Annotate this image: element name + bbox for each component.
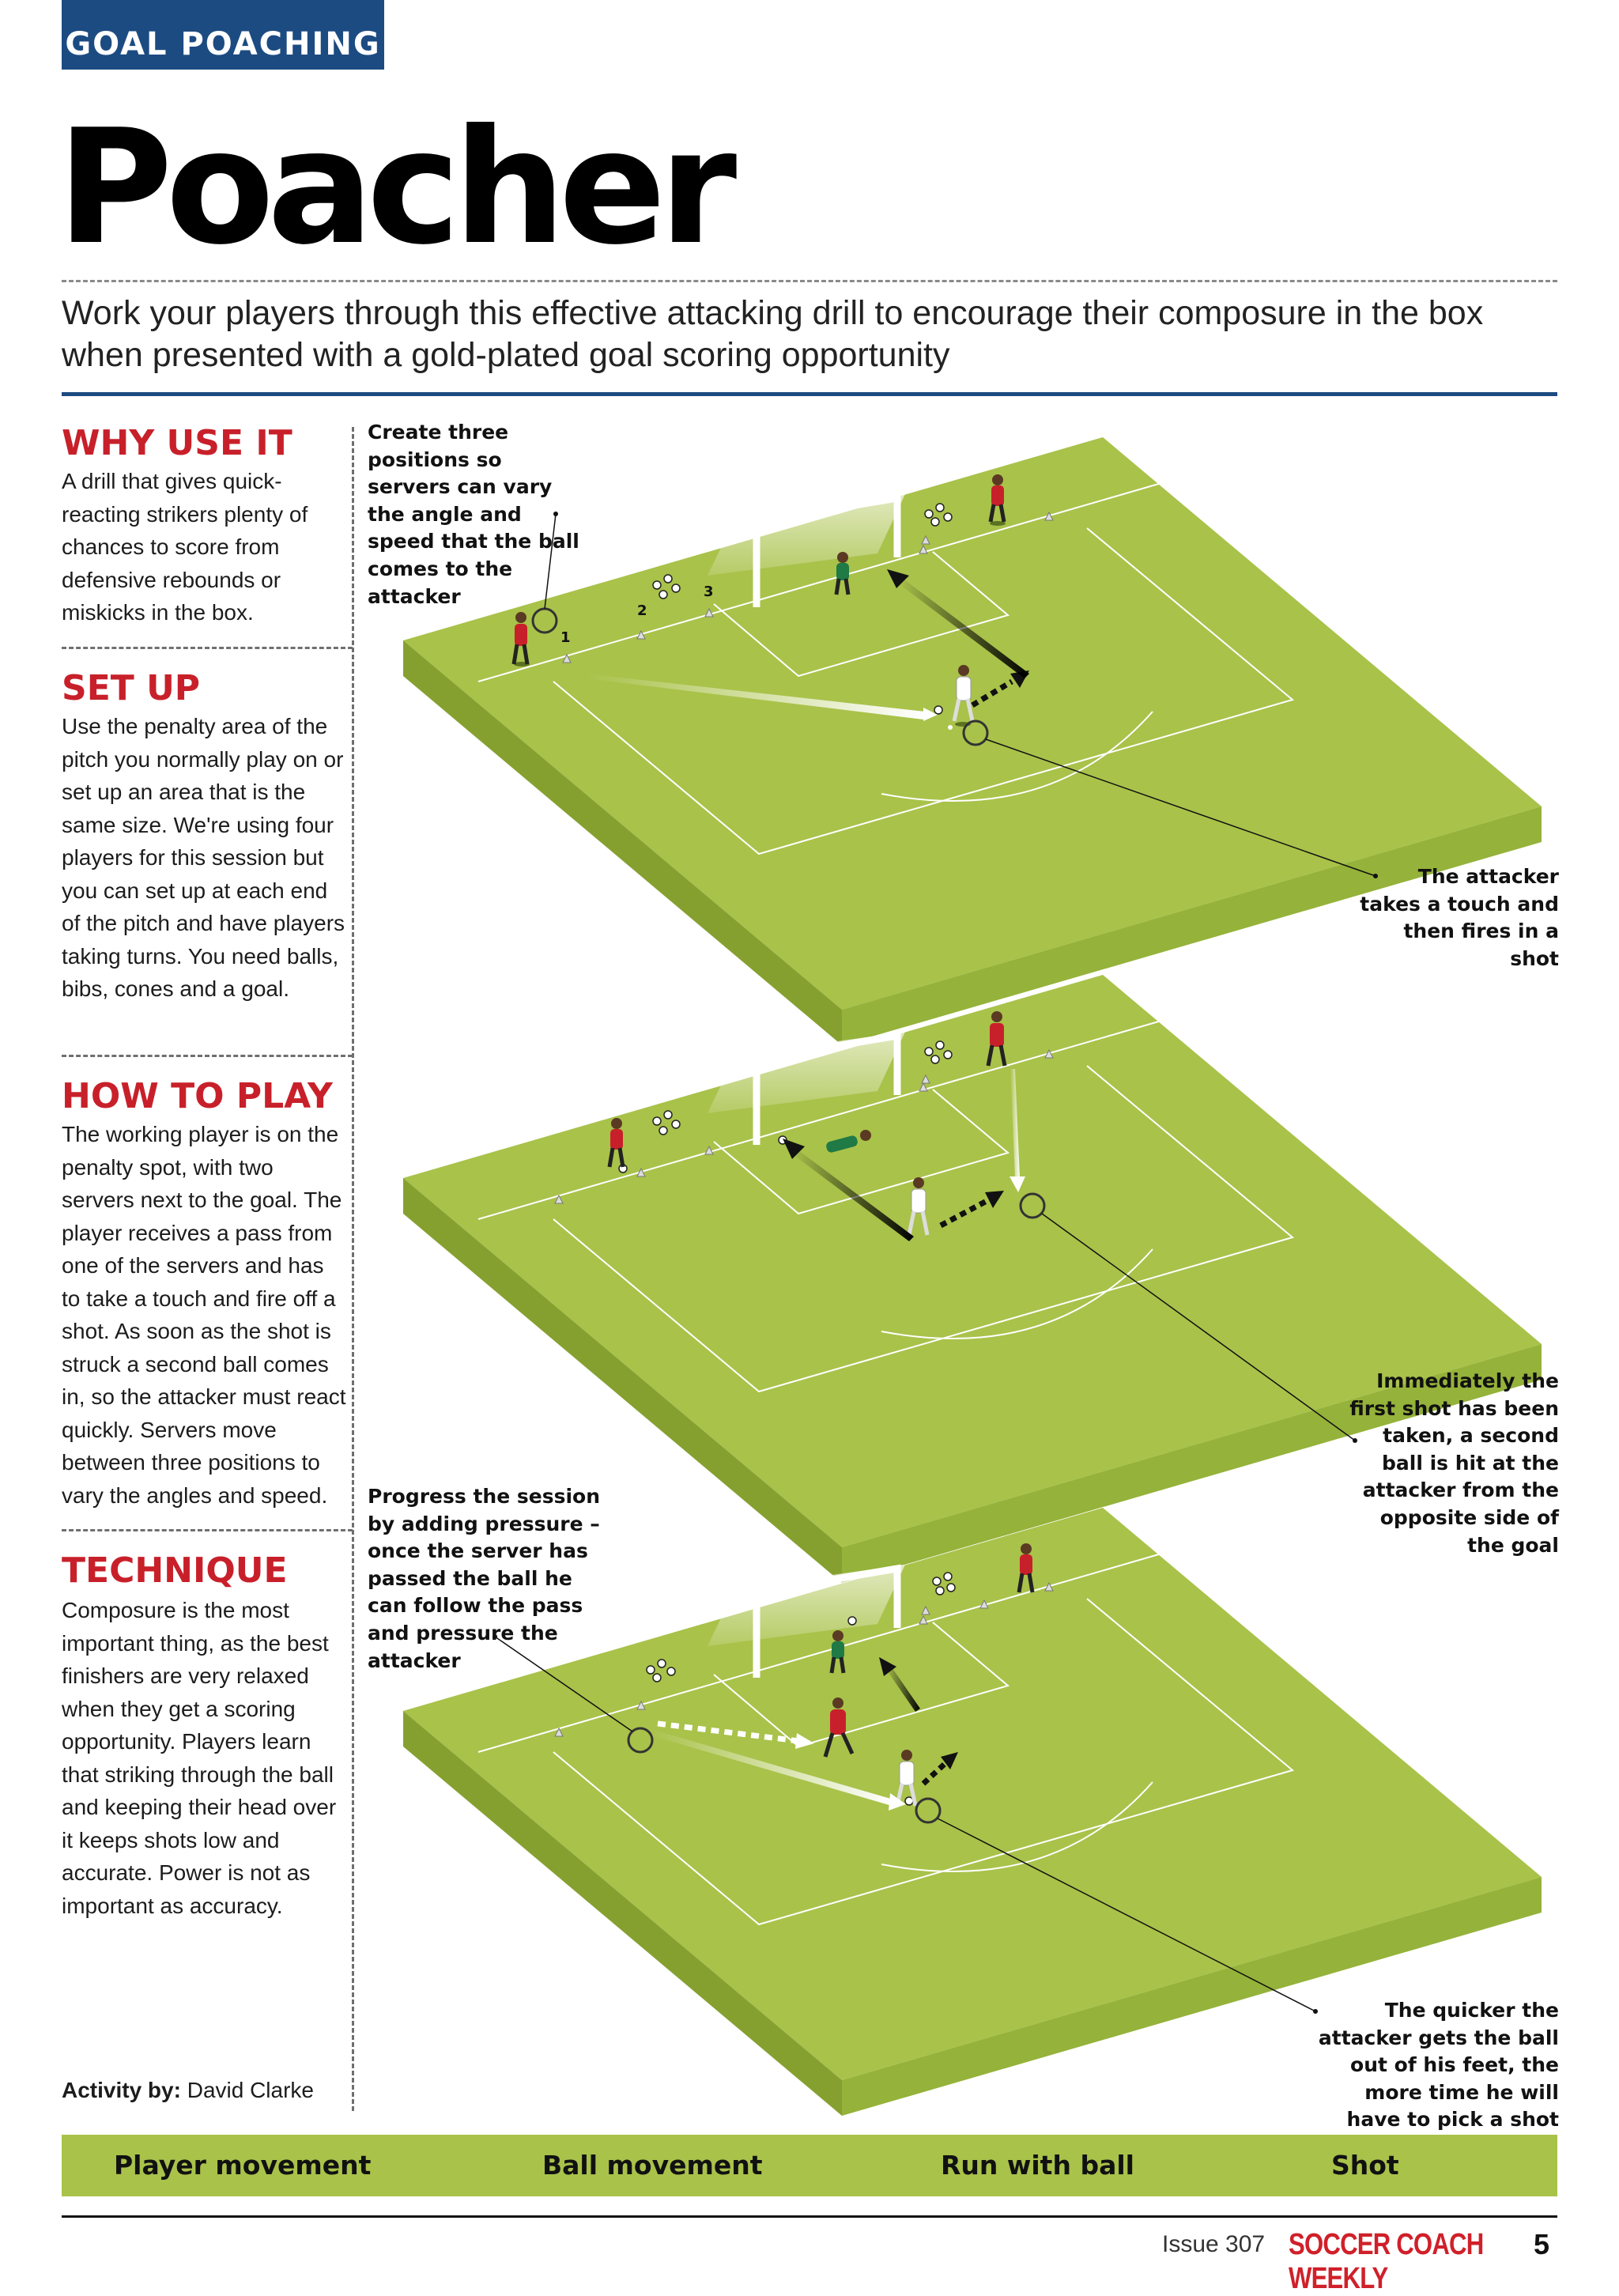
- attacker: [907, 1177, 930, 1236]
- legend-ball-movement: Ball movement: [542, 2150, 763, 2181]
- section-body-howtoplay: The working player is on the penalty spo…: [62, 1122, 346, 1508]
- server-player: [1017, 1543, 1035, 1593]
- callout-three-positions: Create three positions so servers can va…: [368, 421, 579, 608]
- pitch-diagram-1: 1 2 3: [403, 437, 1542, 1045]
- section-divider: [62, 647, 353, 649]
- credit-name: David Clarke: [187, 2078, 314, 2102]
- section-tag: GOAL POACHING: [62, 0, 384, 70]
- section-heading-why: WHY USE IT: [62, 423, 292, 463]
- column-divider: [352, 427, 354, 2111]
- section-heading-setup: SET UP: [62, 668, 201, 708]
- section-heading-howtoplay: HOW TO PLAY: [62, 1076, 333, 1116]
- goalkeeper-diving: [826, 1130, 871, 1153]
- server-player: [511, 612, 530, 667]
- pressing-server: [823, 1697, 855, 1758]
- pitch-diagram-3: [403, 1508, 1542, 2116]
- server-player: [986, 1011, 1007, 1067]
- credit-label: Activity by:: [62, 2078, 181, 2102]
- section-body-setup: Use the penalty area of the pitch you no…: [62, 714, 345, 1001]
- callout-touch-and-shot: The attacker takes a touch and then fire…: [1360, 865, 1559, 970]
- server-player: [988, 474, 1006, 526]
- position-label-3: 3: [704, 583, 714, 600]
- pitch-diagram-2: [403, 975, 1542, 1583]
- server-player: [607, 1118, 625, 1168]
- legend-shot: Shot: [1331, 2150, 1399, 2181]
- issue-number: Issue 307: [1162, 2231, 1266, 2257]
- attacker: [952, 665, 975, 727]
- section-body-technique: Composure is the most important thing, a…: [62, 1598, 337, 1918]
- position-label-2: 2: [637, 602, 647, 619]
- legend-bar: Player movement Ball movement Run with b…: [62, 2135, 1557, 2196]
- goalkeeper: [829, 1630, 846, 1674]
- footer-rule: [62, 2215, 1557, 2218]
- callout-second-ball: Immediately the first shot has been take…: [1349, 1369, 1559, 1557]
- position-label-1: 1: [560, 629, 571, 646]
- header-rule: [62, 392, 1557, 396]
- goalkeeper: [834, 552, 851, 595]
- legend-player-movement: Player movement: [114, 2150, 372, 2181]
- section-body-why: A drill that gives quick-reacting strike…: [62, 469, 308, 625]
- callout-progression: Progress the session by adding pressure …: [368, 1485, 601, 1672]
- legend-run-with-ball: Run with ball: [941, 2150, 1134, 2181]
- title-divider: [62, 280, 1557, 282]
- section-divider: [62, 1055, 353, 1057]
- section-divider: [62, 1529, 353, 1531]
- standfirst: Work your players through this effective…: [62, 294, 1484, 374]
- activity-credit: Activity by: David Clarke: [62, 2078, 314, 2103]
- magazine-logo: SOCCER COACH WEEKLY: [1289, 2228, 1484, 2295]
- page-number: 5: [1534, 2228, 1550, 2260]
- page-title: Poacher: [57, 96, 737, 280]
- callout-quick-feet: The quicker the attacker gets the ball o…: [1318, 1999, 1559, 2132]
- section-heading-technique: TECHNIQUE: [62, 1550, 288, 1591]
